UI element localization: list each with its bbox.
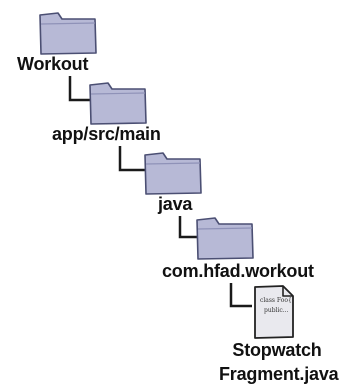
file-doc-line: class Foo{: [260, 297, 292, 304]
folder-label-com-hfad-workout: com.hfad.workout: [162, 261, 314, 281]
java-file-icon: class Foo{ public...: [254, 285, 294, 339]
connector-app-java: [118, 146, 147, 172]
file-label-line-2: Fragment.java: [219, 364, 339, 384]
folder-app-src-main[interactable]: [88, 80, 148, 126]
file-stopwatch-fragment[interactable]: class Foo{ public...: [252, 284, 296, 340]
folder-java[interactable]: [143, 150, 203, 196]
file-label-line-1: Stopwatch: [232, 340, 322, 360]
folder-icon: [196, 217, 254, 260]
folder-com-hfad-workout[interactable]: [195, 215, 255, 261]
connector-com-file: [229, 283, 252, 308]
folder-label-workout: Workout: [17, 54, 89, 74]
folder-icon: [89, 82, 147, 125]
folder-icon: [39, 12, 97, 55]
folder-label-java: java: [158, 194, 193, 214]
folder-icon: [144, 152, 202, 195]
connector-java-com: [178, 216, 199, 239]
file-doc-line: public...: [264, 307, 289, 314]
folder-workout[interactable]: [38, 10, 98, 56]
connector-workout-app: [68, 76, 92, 102]
folder-label-app-src-main: app/src/main: [52, 124, 161, 144]
